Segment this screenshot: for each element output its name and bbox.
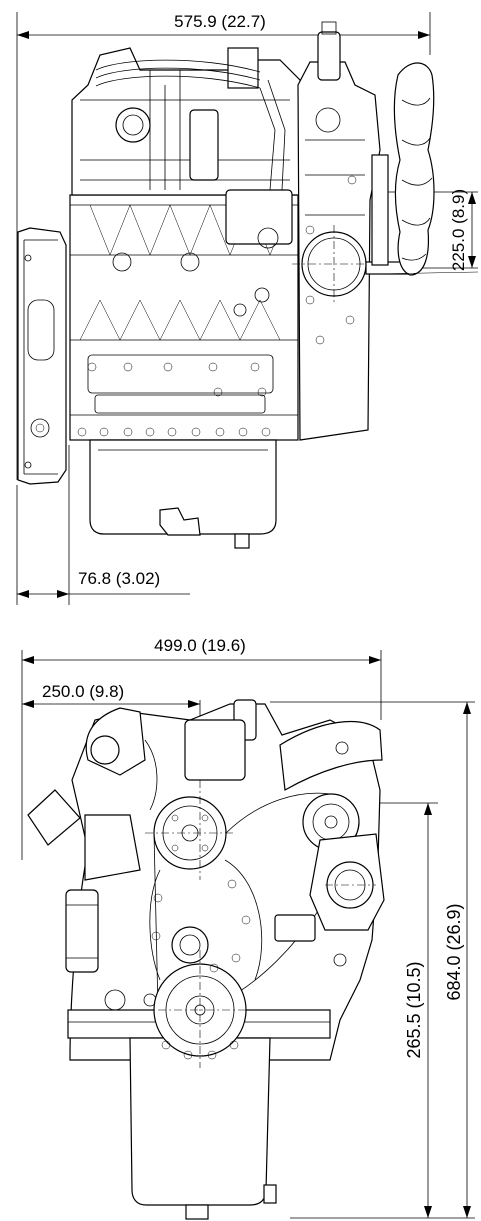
- side-fan: [371, 62, 435, 276]
- side-fan-center-height-label: 225.0 (8.9): [449, 189, 468, 271]
- dim-side-flywheel-offset: 76.8 (3.02): [16, 445, 190, 605]
- front-view: 499.0 (19.6) 250.0 (9.8) 684.0 (26.9) 26…: [21, 636, 475, 1220]
- side-pulley-shaft-line: [375, 271, 479, 275]
- front-engine-outline: [67, 703, 381, 1220]
- side-overall-length-label: 575.9 (22.7): [174, 12, 266, 31]
- flywheel-housing: [17, 227, 67, 485]
- front-overall-height-label: 684.0 (26.9): [444, 903, 464, 1000]
- front-timing-cover: [149, 859, 263, 1060]
- front-alternator: [274, 833, 385, 967]
- dim-front-overall-width: 499.0 (19.6): [21, 636, 382, 860]
- front-crank-height-label: 265.5 (10.5): [404, 961, 424, 1058]
- side-front-case: [225, 21, 413, 441]
- front-left-accessories: [27, 735, 157, 1011]
- side-oil-pan: [89, 439, 277, 549]
- side-cylinder-head: [71, 47, 301, 196]
- front-overall-width-label: 499.0 (19.6): [154, 636, 246, 655]
- front-center-offset-label: 250.0 (9.8): [42, 682, 124, 701]
- side-view: 575.9 (22.7) 76.8 (3.02) 225.0 (8.9): [16, 12, 479, 605]
- side-flywheel-offset-label: 76.8 (3.02): [78, 569, 160, 588]
- dim-side-overall-length: 575.9 (22.7): [16, 12, 431, 480]
- dim-front-crank-height: 265.5 (10.5): [210, 802, 438, 1218]
- dim-front-overall-height: 684.0 (26.9): [270, 701, 475, 1219]
